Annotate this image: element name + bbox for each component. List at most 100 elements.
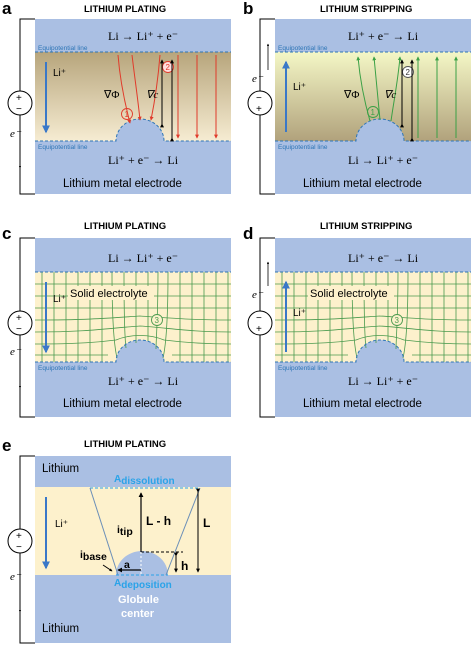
equipotential-line <box>275 339 471 363</box>
equipotential-label: Equipotential line <box>278 45 328 52</box>
bottom-reaction: Li⁺ + e⁻ → Li <box>108 374 179 388</box>
battery-plus: + <box>16 313 22 324</box>
battery-minus: − <box>16 542 22 553</box>
circuit-wire <box>19 455 35 529</box>
li-ion-label: Li⁺ <box>53 68 66 79</box>
circuit-wire <box>19 115 35 195</box>
lithium-bottom-label: Lithium <box>42 623 79 635</box>
flux-line <box>149 54 161 121</box>
lithium-protrusion <box>356 119 404 141</box>
bottom-reaction: Li⁺ + e⁻ → Li <box>108 153 179 167</box>
circled-number-icon <box>151 314 163 326</box>
top-reaction: Li⁺ + e⁻ → Li <box>348 29 419 43</box>
panel-c: c LITHIUM PLATING + − e⁻ Equipotential l… <box>2 221 232 418</box>
circuit-wire <box>259 237 275 311</box>
label-backdrop <box>68 286 154 300</box>
bottom-reaction: Li → Li⁺ + e⁻ <box>348 153 418 167</box>
lithium-protrusion <box>356 340 404 362</box>
grad-c-label: ∇c <box>384 89 396 101</box>
grad-phi-label: ∇Φ <box>103 89 119 101</box>
panel-a-title: LITHIUM PLATING <box>84 4 166 15</box>
battery-icon <box>247 90 273 116</box>
a-deposition-label: Adeposition <box>114 578 172 591</box>
battery-plus: + <box>256 104 262 115</box>
l-label: L <box>203 516 210 530</box>
electrode-label: Lithium metal electrode <box>303 178 422 190</box>
circuit-wire <box>259 18 275 91</box>
equipotential-label: Equipotential line <box>38 45 88 52</box>
lithium-protrusion <box>116 340 164 362</box>
flux-line <box>372 56 381 121</box>
electron-label: e⁻ <box>10 571 22 583</box>
battery-icon <box>7 528 33 554</box>
label-backdrop <box>308 286 394 300</box>
li-ion-label: Li⁺ <box>293 308 306 319</box>
li-ion-label: Li⁺ <box>55 519 68 530</box>
equipotential-line <box>35 339 231 363</box>
panel-letter-a: a <box>2 0 12 18</box>
circled-number-icon <box>121 108 133 120</box>
equipotential-label: Equipotential line <box>278 365 328 372</box>
equipotential-label: Equipotential line <box>38 144 88 151</box>
lithium-protrusion <box>116 551 168 575</box>
flux-line <box>390 56 402 122</box>
panel-b-title: LITHIUM STRIPPING <box>320 4 412 15</box>
panel-a: a LITHIUM PLATING + − e⁻ Equipotential l… <box>2 0 231 195</box>
solid-electrolyte-label: Solid electrolyte <box>70 288 148 300</box>
panel-letter-e: e <box>2 436 11 455</box>
cone-line <box>165 487 201 576</box>
globule-label: Globule <box>118 594 159 606</box>
circled-number: 2 <box>166 63 171 72</box>
circled-number: 1 <box>371 108 376 117</box>
panel-letter-d: d <box>243 224 253 243</box>
circled-number-icon <box>367 106 379 118</box>
li-ion-label: Li⁺ <box>293 82 306 93</box>
panel-letter-b: b <box>243 0 253 18</box>
lithium-top-label: Lithium <box>42 463 79 475</box>
bottom-reaction: Li → Li⁺ + e⁻ <box>348 374 418 388</box>
circuit-wire <box>19 335 35 418</box>
circuit-wire <box>259 335 275 418</box>
circled-number: 2 <box>406 68 411 77</box>
electrode-label: Lithium metal electrode <box>63 398 182 410</box>
h-label: h <box>181 559 188 573</box>
electrode-label: Lithium metal electrode <box>63 178 182 190</box>
panel-e: e LITHIUM PLATING + − e⁻ Lithium Lithium… <box>2 436 231 644</box>
battery-icon <box>247 310 273 336</box>
circuit-wire <box>19 553 35 644</box>
battery-minus: − <box>256 313 262 324</box>
battery-minus: − <box>16 104 22 115</box>
electron-label: e⁻ <box>10 128 22 140</box>
li-ion-label: Li⁺ <box>53 294 66 305</box>
battery-plus: + <box>16 531 22 542</box>
circuit-wire <box>19 237 35 311</box>
i-tip-label: itip <box>117 524 133 538</box>
battery-icon <box>7 310 33 336</box>
circuit-wire <box>259 115 275 195</box>
grad-c-label: ∇c <box>146 89 158 101</box>
battery-plus: + <box>256 324 262 335</box>
electron-label: e⁻ <box>10 346 22 358</box>
equipotential-label: Equipotential line <box>278 144 328 151</box>
top-reaction: Li → Li⁺ + e⁻ <box>108 251 178 265</box>
battery-plus: + <box>16 93 22 104</box>
i-base-label: ibase <box>80 549 107 563</box>
top-reaction: Li → Li⁺ + e⁻ <box>108 29 178 43</box>
grad-phi-label: ∇Φ <box>343 89 359 101</box>
a-dissolution-label: Adissolution <box>114 474 175 487</box>
lithium-protrusion <box>116 119 164 141</box>
panel-letter-c: c <box>2 224 11 243</box>
panel-d-title: LITHIUM STRIPPING <box>320 221 412 232</box>
solid-electrolyte-label: Solid electrolyte <box>310 288 388 300</box>
electrode-label: Lithium metal electrode <box>303 398 422 410</box>
panel-c-title: LITHIUM PLATING <box>84 221 166 232</box>
circled-number: 3 <box>395 316 400 325</box>
panel-d: d LITHIUM STRIPPING e⁻ − + Equipotential… <box>243 221 472 418</box>
circled-number: 1 <box>125 110 130 119</box>
flux-line <box>117 54 132 124</box>
circled-number-icon <box>391 314 403 326</box>
flux-line <box>131 54 142 121</box>
l-minus-h-label: L - h <box>146 514 171 528</box>
electron-label: e⁻ <box>252 73 264 85</box>
